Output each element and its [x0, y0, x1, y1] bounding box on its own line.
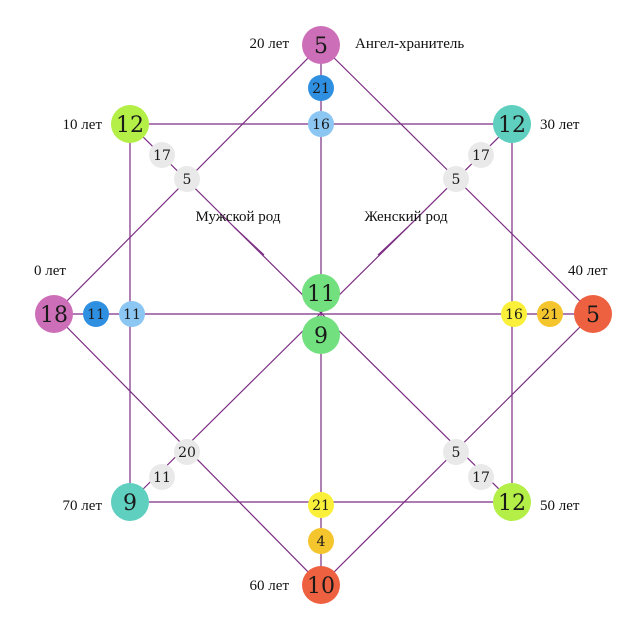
node-diag-bl-2: 20 [174, 439, 200, 465]
svg-text:11: 11 [87, 307, 105, 323]
svg-text:9: 9 [314, 324, 328, 349]
svg-text:5: 5 [586, 303, 600, 328]
age-label-0: 0 лет [34, 263, 66, 279]
svg-text:5: 5 [452, 172, 461, 188]
node-diag-tl-2: 5 [174, 166, 200, 192]
age-label-50: 50 лет [540, 498, 580, 514]
svg-text:11: 11 [123, 307, 141, 323]
guardian-angel-label: Ангел-хранитель [355, 36, 464, 52]
node-diag-tr-2: 5 [443, 166, 469, 192]
svg-text:16: 16 [312, 117, 330, 133]
svg-text:17: 17 [153, 148, 171, 164]
node-top-inner: 21 [308, 75, 334, 101]
node-top-third: 16 [308, 111, 334, 137]
node-left-third: 11 [119, 301, 145, 327]
node-right-inner: 21 [537, 301, 563, 327]
svg-text:16: 16 [505, 307, 523, 323]
svg-text:12: 12 [498, 491, 526, 516]
svg-text:5: 5 [452, 445, 461, 461]
male-line-label: Мужской род [195, 209, 280, 225]
svg-text:9: 9 [123, 491, 137, 516]
node-bottom-right: 12 [493, 483, 531, 521]
svg-text:12: 12 [498, 113, 526, 138]
svg-text:4: 4 [317, 534, 326, 550]
node-center-upper: 11 [302, 274, 340, 312]
svg-text:11: 11 [307, 282, 335, 307]
node-top-right: 12 [493, 105, 531, 143]
node-right: 5 [574, 295, 612, 333]
svg-text:21: 21 [541, 307, 559, 323]
svg-text:5: 5 [314, 34, 328, 59]
node-diag-br-2: 5 [443, 439, 469, 465]
node-diag-bl-1: 11 [149, 464, 175, 490]
svg-text:5: 5 [183, 172, 192, 188]
age-label-10: 10 лет [63, 117, 103, 133]
age-label-60: 60 лет [250, 578, 290, 594]
svg-text:17: 17 [472, 470, 490, 486]
node-top: 5 [302, 26, 340, 64]
age-label-40: 40 лет [568, 263, 608, 279]
node-bottom-third: 21 [308, 492, 334, 518]
node-right-third: 16 [501, 301, 527, 327]
svg-text:18: 18 [40, 303, 68, 328]
node-center-lower: 9 [302, 316, 340, 354]
age-label-70: 70 лет [63, 498, 103, 514]
node-bottom: 10 [302, 566, 340, 604]
node-diag-br-1: 17 [468, 464, 494, 490]
svg-text:12: 12 [116, 113, 144, 138]
node-left: 18 [35, 295, 73, 333]
node-diag-tr-1: 17 [468, 142, 494, 168]
female-line-label: Женский род [364, 209, 448, 225]
svg-text:10: 10 [307, 574, 335, 599]
node-left-inner: 11 [83, 301, 109, 327]
svg-text:21: 21 [312, 81, 330, 97]
female-line-pointer [377, 226, 409, 256]
age-label-20: 20 лет [250, 36, 290, 52]
node-diag-tl-1: 17 [149, 142, 175, 168]
node-bottom-left: 9 [111, 483, 149, 521]
svg-text:21: 21 [312, 498, 330, 514]
svg-text:11: 11 [153, 470, 171, 486]
age-label-30: 30 лет [540, 117, 580, 133]
node-top-left: 12 [111, 105, 149, 143]
svg-text:17: 17 [472, 148, 490, 164]
node-bottom-inner: 4 [308, 528, 334, 554]
male-line-pointer [233, 226, 265, 256]
svg-text:20: 20 [178, 445, 196, 461]
